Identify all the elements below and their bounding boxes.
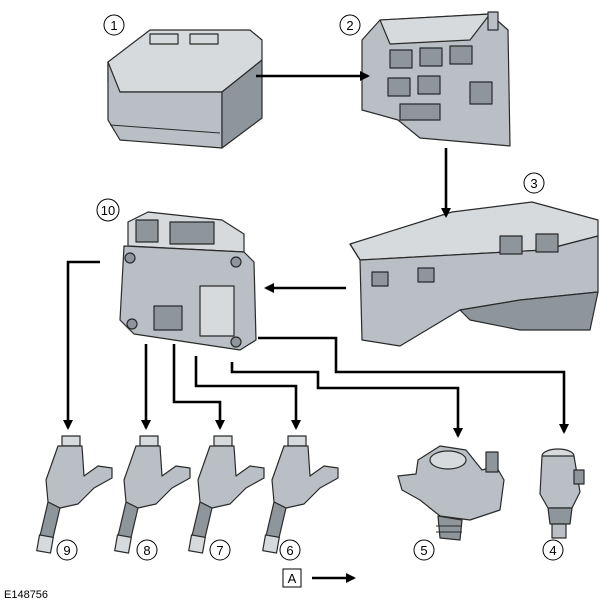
callout-7: 7 xyxy=(209,539,231,561)
svg-text:3: 3 xyxy=(530,176,537,191)
svg-text:2: 2 xyxy=(346,18,353,33)
legend-box: A xyxy=(282,568,302,588)
svg-text:7: 7 xyxy=(216,543,223,558)
svg-text:4: 4 xyxy=(549,543,556,558)
figure-reference: E148756 xyxy=(4,589,48,601)
ecm-to-injector-6-line xyxy=(194,356,301,430)
callout-4: 4 xyxy=(542,539,564,561)
ecm-to-fuel-pump-line xyxy=(230,362,463,438)
ecm-to-sensor-line xyxy=(258,336,569,434)
svg-text:5: 5 xyxy=(420,543,427,558)
svg-text:8: 8 xyxy=(143,543,150,558)
callout-3: 3 xyxy=(523,172,545,194)
junction-box-icon xyxy=(349,201,599,347)
fuel-injector-icon xyxy=(114,435,191,554)
fuse-box-icon xyxy=(361,11,511,147)
callout-10: 10 xyxy=(96,198,120,222)
callout-9: 9 xyxy=(56,539,78,561)
ecm-to-injector-7-line xyxy=(172,344,225,430)
fuel-injector-icon xyxy=(188,435,265,554)
battery-icon xyxy=(107,29,263,149)
callout-8: 8 xyxy=(136,539,158,561)
svg-text:10: 10 xyxy=(101,203,115,218)
fuel-injector-icon xyxy=(36,435,113,554)
svg-text:1: 1 xyxy=(110,18,117,33)
engine-control-module-icon xyxy=(119,211,257,351)
high-pressure-fuel-pump-icon xyxy=(397,445,505,541)
fuel-injector-icon xyxy=(262,435,339,554)
svg-text:6: 6 xyxy=(286,543,293,558)
callout-5: 5 xyxy=(413,539,435,561)
callout-6: 6 xyxy=(279,539,301,561)
callout-2: 2 xyxy=(339,14,361,36)
sensor-icon xyxy=(539,448,585,539)
ecm-to-injector-9-line xyxy=(63,260,100,430)
svg-text:A: A xyxy=(288,571,297,586)
connection-lines xyxy=(63,71,569,583)
callout-1: 1 xyxy=(103,14,125,36)
svg-text:9: 9 xyxy=(63,543,70,558)
